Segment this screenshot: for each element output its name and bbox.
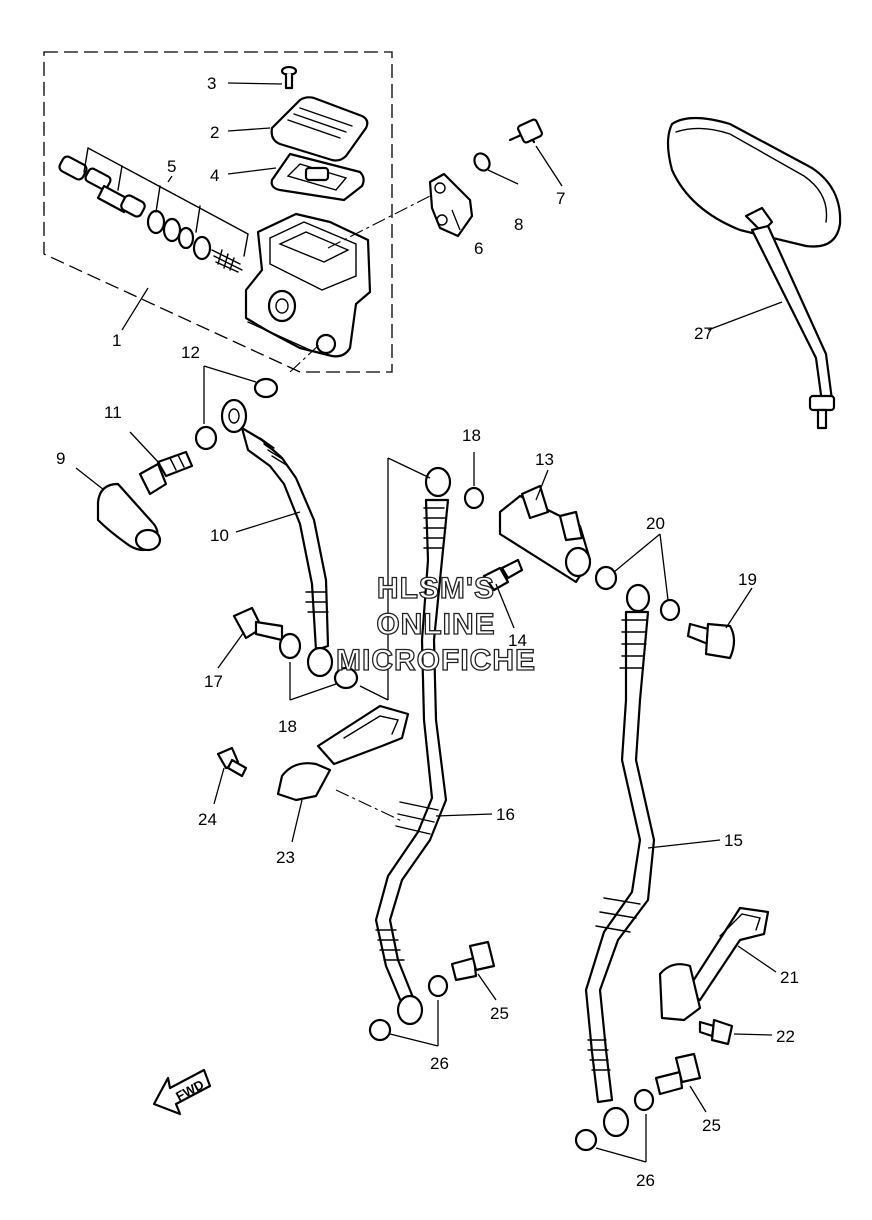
bolt-7 bbox=[508, 118, 543, 144]
callout-19: 19 bbox=[738, 570, 757, 589]
callout-18a: 18 bbox=[462, 426, 481, 445]
washer-12b bbox=[194, 425, 218, 451]
watermark-line-1: HLSM'S bbox=[377, 572, 495, 605]
washer-26b bbox=[368, 1018, 392, 1042]
fwd-arrow-icon: FWD bbox=[152, 1068, 212, 1116]
callout-17: 17 bbox=[204, 672, 223, 691]
callout-10: 10 bbox=[210, 526, 229, 545]
callout-27: 27 bbox=[694, 324, 713, 343]
mirror bbox=[666, 116, 842, 430]
brake-hose-15 bbox=[584, 583, 656, 1138]
callout-9: 9 bbox=[56, 449, 65, 468]
screw-22 bbox=[698, 1018, 734, 1046]
assembly-outline bbox=[43, 51, 393, 373]
washer-12a bbox=[253, 377, 279, 399]
callout-3: 3 bbox=[207, 74, 216, 93]
callout-2: 2 bbox=[210, 123, 219, 142]
bracket-23 bbox=[276, 704, 410, 802]
watermark-line-2: ONLINE bbox=[376, 608, 495, 641]
callout-25b: 25 bbox=[702, 1116, 721, 1135]
bracket-21 bbox=[658, 906, 770, 1022]
bolt-17 bbox=[232, 606, 284, 642]
callout-8: 8 bbox=[514, 215, 523, 234]
callout-24: 24 bbox=[198, 810, 217, 829]
callout-13: 13 bbox=[535, 450, 554, 469]
brake-hose-10 bbox=[220, 398, 334, 678]
piston-kit bbox=[58, 147, 249, 273]
callout-15: 15 bbox=[724, 831, 743, 850]
washer-26d bbox=[574, 1128, 598, 1152]
washer-8 bbox=[473, 152, 491, 172]
bolt-14 bbox=[482, 558, 524, 592]
cap-9 bbox=[96, 482, 162, 552]
master-cylinder-body bbox=[244, 212, 372, 358]
brake-hose-16 bbox=[374, 466, 452, 1026]
screw-3 bbox=[280, 65, 298, 90]
joint-13 bbox=[498, 484, 592, 584]
callout-26a: 26 bbox=[430, 1054, 449, 1073]
callout-1: 1 bbox=[112, 331, 121, 350]
diaphragm bbox=[270, 152, 365, 202]
callout-20: 20 bbox=[646, 514, 665, 533]
callout-5: 5 bbox=[167, 157, 176, 176]
washer-18c bbox=[463, 486, 485, 510]
callout-23: 23 bbox=[276, 848, 295, 867]
direction-label: FWD bbox=[173, 1077, 206, 1104]
callout-22: 22 bbox=[776, 1027, 795, 1046]
bolt-19 bbox=[686, 622, 736, 660]
watermark: HLSM'S ONLINE MICROFICHE bbox=[335, 571, 536, 677]
reservoir-cap bbox=[270, 96, 369, 162]
callout-12: 12 bbox=[181, 343, 200, 362]
watermark-line-3: MICROFICHE bbox=[336, 644, 536, 677]
callout-11: 11 bbox=[104, 403, 122, 422]
clamp bbox=[428, 172, 474, 238]
washer-26c bbox=[633, 1088, 655, 1112]
callout-26b: 26 bbox=[636, 1171, 655, 1190]
washer-20b bbox=[659, 598, 681, 622]
callout-18b: 18 bbox=[278, 717, 297, 736]
callout-21: 21 bbox=[780, 968, 799, 987]
bolt-25a bbox=[450, 940, 496, 982]
callout-6: 6 bbox=[474, 239, 483, 258]
washer-18a bbox=[278, 632, 302, 660]
screw-24 bbox=[216, 746, 248, 778]
washer-20a bbox=[594, 565, 618, 591]
callout-16: 16 bbox=[496, 805, 515, 824]
washer-26a bbox=[427, 974, 449, 998]
washer-18b bbox=[333, 666, 359, 690]
banjo-bolt-11 bbox=[138, 450, 194, 496]
callout-25a: 25 bbox=[490, 1004, 509, 1023]
callout-7: 7 bbox=[556, 189, 565, 208]
bolt-25b bbox=[654, 1052, 702, 1096]
callout-4: 4 bbox=[210, 166, 219, 185]
callout-14: 14 bbox=[508, 631, 527, 650]
